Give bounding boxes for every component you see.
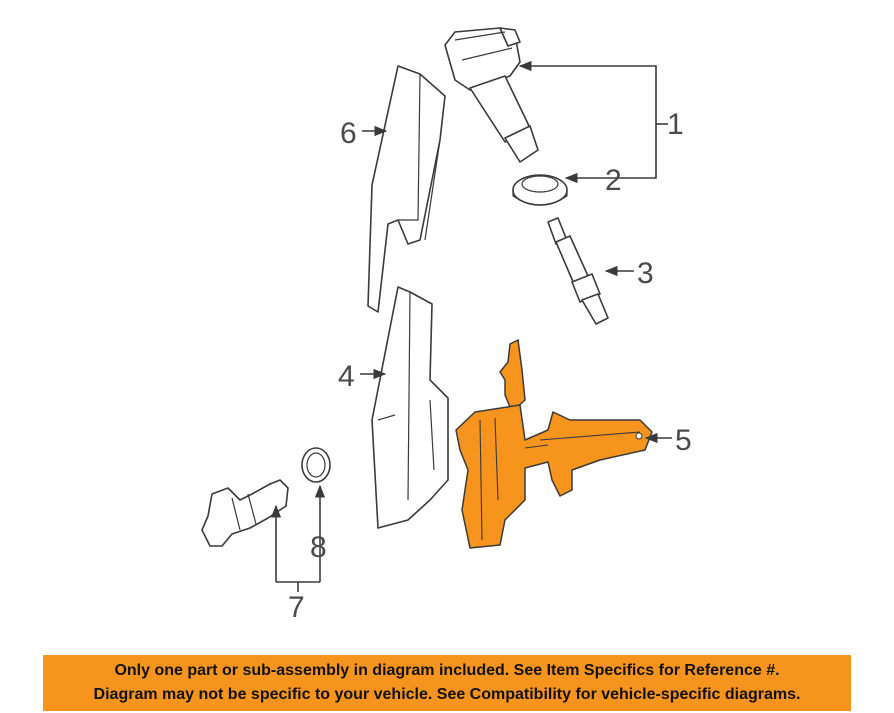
disclaimer-line-1: Only one part or sub-assembly in diagram… <box>114 662 780 679</box>
spark-plug-part <box>547 217 609 325</box>
sensor-part <box>201 479 289 547</box>
seal-ring-part <box>512 174 568 206</box>
disclaimer-line-2: Diagram may not be specific to your vehi… <box>93 686 801 703</box>
mount-bracket-part <box>371 286 449 529</box>
callout-3: 3 <box>637 257 654 290</box>
parts-diagram: 1 2 3 4 5 6 7 8 <box>201 27 692 624</box>
callout-2: 2 <box>605 164 622 197</box>
callout-7: 7 <box>288 591 305 624</box>
callout-1: 1 <box>667 108 684 141</box>
callout-8: 8 <box>310 531 327 564</box>
highlighted-bracket-part <box>455 339 653 549</box>
callout-4: 4 <box>338 360 355 393</box>
callout-5: 5 <box>675 424 692 457</box>
engine-cover-part <box>367 65 446 313</box>
leader-lines <box>270 60 672 592</box>
callout-6: 6 <box>340 117 357 150</box>
small-seal-part <box>301 447 331 483</box>
disclaimer-banner: Only one part or sub-assembly in diagram… <box>43 655 851 711</box>
ignition-coil-part <box>444 27 539 163</box>
